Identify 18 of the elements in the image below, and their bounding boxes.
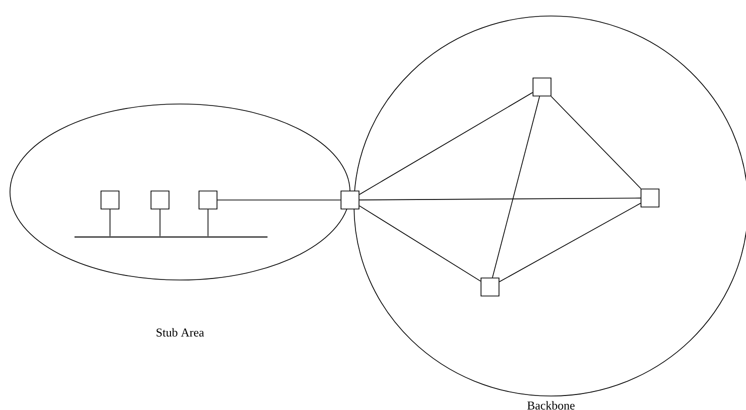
router-box [100,190,120,210]
link-line [359,92,533,195]
router-box [150,190,170,210]
router-box [480,278,500,296]
link-line [550,96,642,189]
link-line [359,205,481,282]
bus-line [74,236,268,238]
area-outline [10,104,350,337]
area-outline [354,16,746,410]
router-box [198,190,218,210]
router-box [532,78,552,96]
link-line [359,198,641,200]
link-line [492,96,540,278]
area-label: Backbone [527,401,575,410]
router-box [640,188,660,208]
area-label: Stub Area [156,328,204,337]
link-line [499,202,641,282]
router-box [340,190,360,210]
